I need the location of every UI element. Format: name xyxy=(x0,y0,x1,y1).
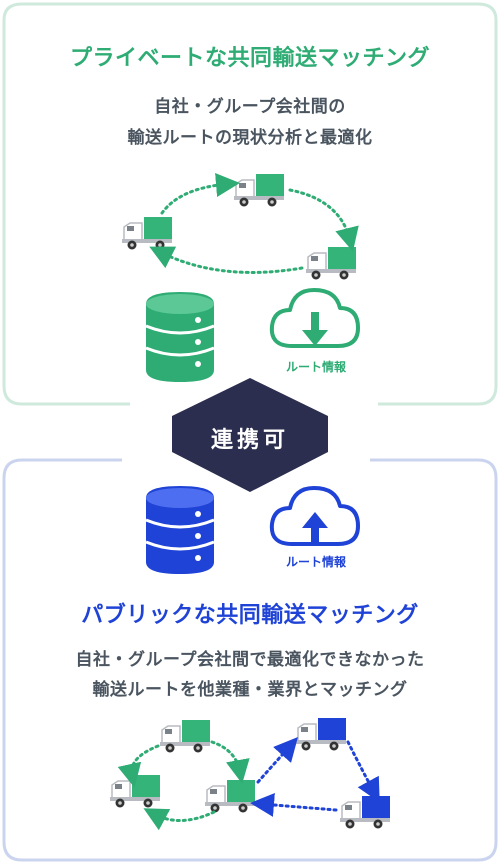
truck-icon xyxy=(121,216,173,251)
arrow-icon xyxy=(256,737,298,784)
truck-icon xyxy=(159,719,211,754)
public-panel-border xyxy=(2,458,498,862)
arrow-icon xyxy=(250,793,338,817)
link-badge-label: 連携可 xyxy=(210,428,289,453)
private-panel-border xyxy=(2,2,498,406)
private-cloud-label: ルート情報 xyxy=(285,360,346,374)
arrow-icon xyxy=(149,246,304,274)
public-title: パブリックな共同輸送マッチング xyxy=(81,603,419,628)
truck-icon xyxy=(305,246,357,281)
arrow-icon xyxy=(210,740,250,784)
public-cloud-label: ルート情報 xyxy=(285,555,346,569)
public-desc-line2: 輸送ルートを他業種・業界とマッチング xyxy=(92,680,408,700)
database-icon xyxy=(145,292,215,382)
arrow-icon xyxy=(160,173,240,215)
cloud-download-icon xyxy=(269,288,360,348)
private-desc-line1: 自社・グループ会社間の xyxy=(154,97,346,117)
truck-icon xyxy=(233,173,285,208)
public-desc-line1: 自社・グループ会社間で最適化できなかった xyxy=(75,650,425,670)
arrow-icon xyxy=(346,740,380,803)
truck-icon xyxy=(339,795,391,830)
truck-icon xyxy=(295,717,347,752)
link-badge-shape xyxy=(172,378,328,492)
private-desc-line2: 輸送ルートの現状分析と最適化 xyxy=(127,128,373,148)
cloud-upload-icon xyxy=(269,486,360,546)
arrow-icon xyxy=(288,188,359,252)
database-icon xyxy=(145,486,215,574)
arrow-icon xyxy=(117,744,160,788)
truck-icon xyxy=(204,779,256,814)
private-title: プライベートな共同輸送マッチング xyxy=(69,46,430,71)
truck-icon xyxy=(109,774,161,809)
arrow-icon xyxy=(143,808,216,831)
